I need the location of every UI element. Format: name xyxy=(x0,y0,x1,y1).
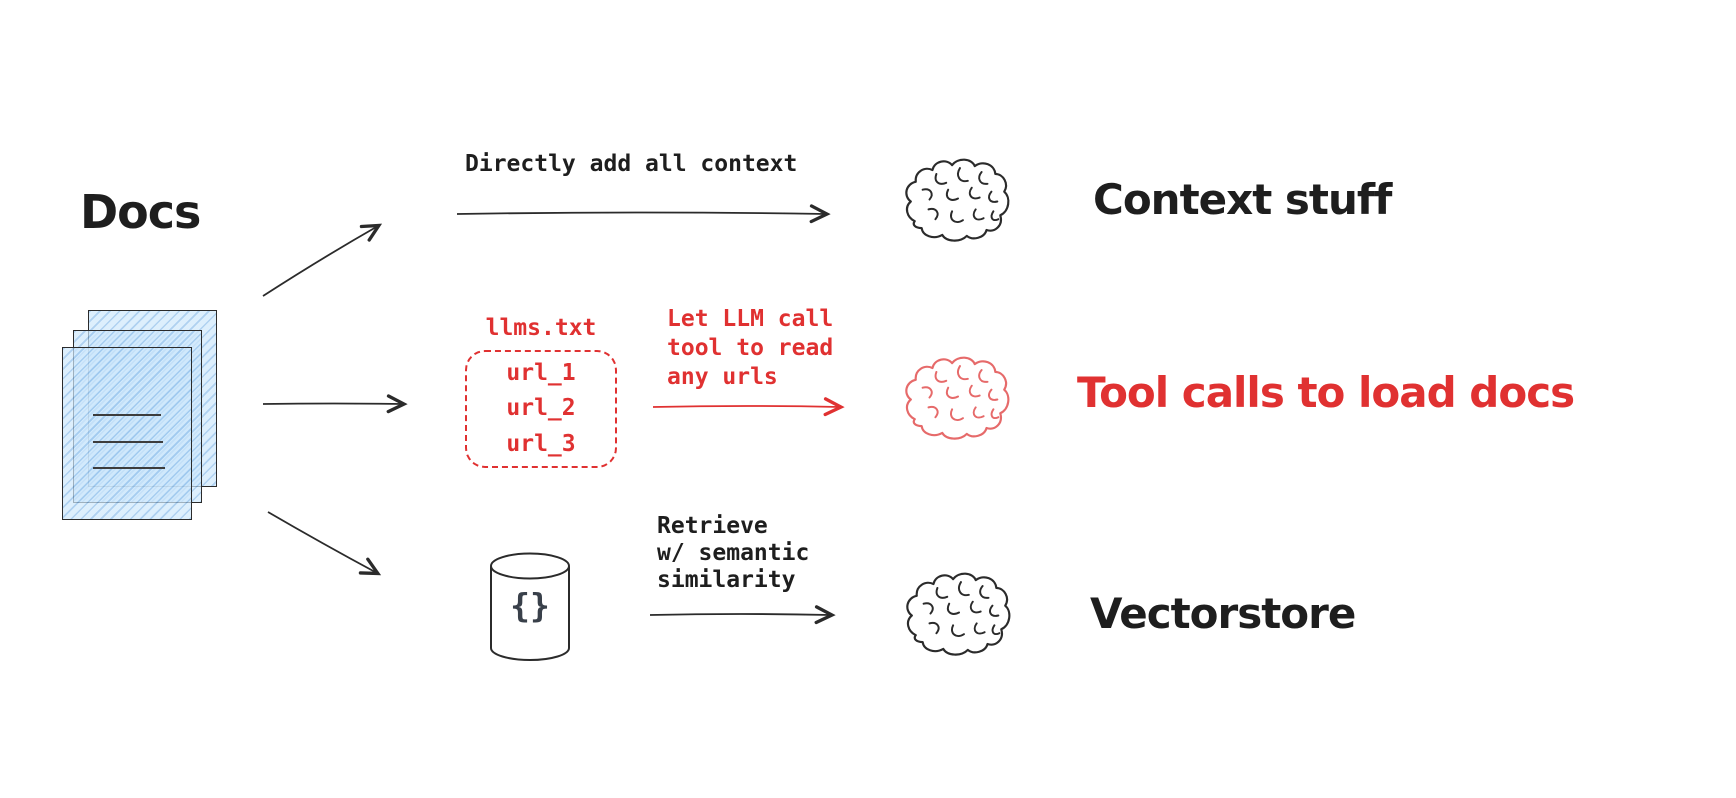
url-item: url_2 xyxy=(506,395,576,422)
method-label-direct-context: Directly add all context xyxy=(465,151,798,177)
doc-text-line xyxy=(93,414,161,416)
result-label-context-stuff: Context stuff xyxy=(1093,175,1392,224)
method-label-retrieve: Retrieve w/ semantic similarity xyxy=(657,513,810,593)
llms-txt-label: llms.txt xyxy=(485,315,597,341)
db-json-symbol: {} xyxy=(510,586,550,625)
brain-icon xyxy=(901,354,1017,445)
arrow-docs-to-vector-row xyxy=(267,511,382,576)
doc-text-line xyxy=(93,467,165,469)
urls-list-box: url_1 url_2 url_3 xyxy=(465,350,617,468)
brain-icon xyxy=(901,156,1017,247)
url-item: url_3 xyxy=(506,430,576,457)
doc-text-line xyxy=(93,441,163,443)
arrow-docs-to-context-row xyxy=(262,223,383,297)
result-label-tool-calls: Tool calls to load docs xyxy=(1077,368,1575,417)
brain-icon xyxy=(902,570,1018,661)
arrow-context-to-brain xyxy=(456,204,831,224)
method-label-tool-calls: Let LLM call tool to read any urls xyxy=(667,306,834,390)
arrow-docs-to-tool-row xyxy=(262,394,408,414)
result-label-vectorstore: Vectorstore xyxy=(1090,589,1356,638)
database-icon xyxy=(490,552,570,661)
docs-label: Docs xyxy=(80,185,201,239)
arrow-tool-to-brain xyxy=(652,397,845,417)
url-item: url_1 xyxy=(506,360,576,387)
arrow-vector-to-brain xyxy=(649,605,836,625)
document-sheet-front xyxy=(62,347,192,520)
